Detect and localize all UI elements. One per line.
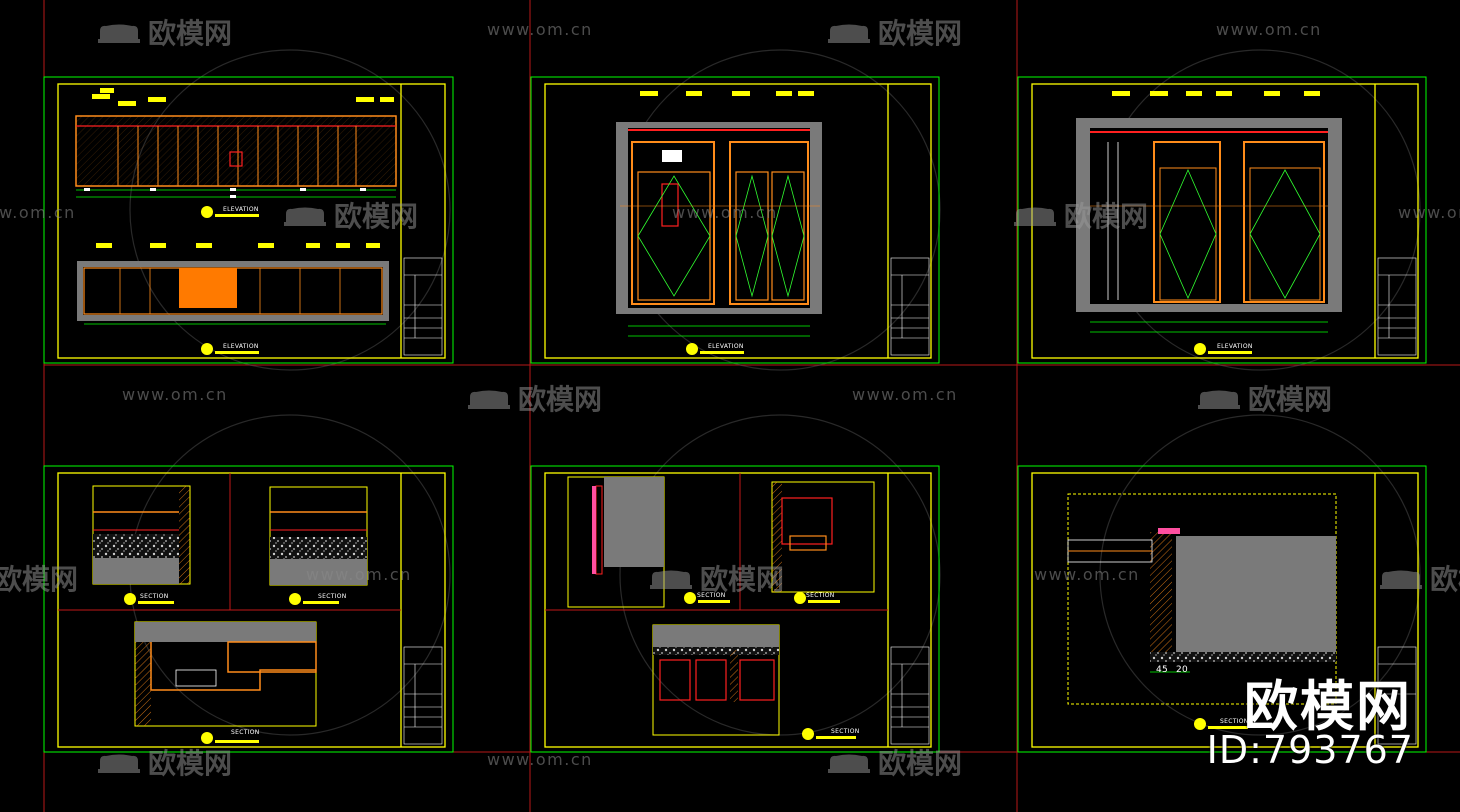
sheet-top-right — [1017, 76, 1427, 364]
watermark-site: www.om.cn — [672, 203, 778, 222]
elevation-1 — [75, 88, 397, 218]
watermark-logo: 欧模网 — [282, 195, 418, 235]
section-label: SECTION — [318, 593, 347, 600]
sofa-icon — [828, 24, 870, 43]
section-detail-6 — [652, 624, 856, 740]
watermark-logo: 欧模网 — [826, 742, 962, 782]
sofa-icon — [98, 754, 140, 773]
elevation-label: ELEVATION — [1217, 343, 1253, 350]
elevation-2 — [77, 243, 389, 355]
sofa-icon — [828, 754, 870, 773]
sofa-icon — [468, 390, 510, 409]
section-label: SECTION — [831, 728, 860, 735]
sofa-icon — [1380, 570, 1422, 589]
watermark-site: www.om.cn — [852, 385, 958, 404]
watermark-logo: 欧模网 — [96, 742, 232, 782]
sofa-icon — [98, 24, 140, 43]
dimension-45: 45 — [1156, 665, 1169, 675]
watermark-site: www.om.cn — [122, 385, 228, 404]
section-detail-7 — [1067, 493, 1337, 730]
section-detail-4 — [567, 476, 730, 608]
brand-logo-text: 欧模网 — [1244, 675, 1412, 738]
section-label: SECTION — [231, 729, 260, 736]
sheet-bottom-left — [43, 465, 454, 753]
watermark-site: www.om.cn — [0, 203, 76, 222]
sheet-top-left — [43, 76, 454, 364]
sofa-icon — [1198, 390, 1240, 409]
watermark-logo: 欧模网 — [826, 12, 962, 52]
section-label: SECTION — [697, 592, 726, 599]
door-elevation-1 — [616, 91, 822, 355]
watermark-logo: 欧模网 — [1012, 195, 1148, 235]
sofa-icon — [650, 570, 692, 589]
sheet-bottom-right — [1017, 465, 1427, 753]
watermark-site: www.om.cn — [1034, 565, 1140, 584]
watermark-logo: 欧模网 — [466, 378, 602, 418]
watermark-logo: 欧模网 — [0, 563, 79, 596]
elevation-label: ELEVATION — [223, 206, 259, 213]
watermark-site: www.om.cn — [487, 20, 593, 39]
watermark-logo: 欧模网 — [1196, 378, 1332, 418]
title-block — [403, 257, 443, 356]
watermark-logo: 欧模网 — [1378, 558, 1460, 598]
section-label: SECTION — [806, 592, 835, 599]
watermark-logo: 欧模网 — [96, 12, 232, 52]
watermark-site: www.om.cn — [1216, 20, 1322, 39]
watermark-site: www.om.cn — [1398, 203, 1460, 222]
section-label: SECTION — [140, 593, 169, 600]
watermark-logo: 欧模网 — [648, 558, 784, 598]
section-detail-2 — [269, 486, 368, 605]
model-id: ID:793767 — [1206, 728, 1414, 772]
elevation-label: ELEVATION — [708, 343, 744, 350]
door-elevation-2 — [1076, 91, 1342, 355]
sofa-icon — [1014, 207, 1056, 226]
watermark-site: www.om.cn — [487, 750, 593, 769]
section-label: SECTION — [1220, 718, 1249, 725]
sheet-top-middle — [530, 76, 940, 364]
section-detail-1 — [92, 485, 191, 605]
watermark-circles — [129, 49, 1421, 736]
section-detail-5 — [771, 481, 875, 604]
section-detail-3 — [134, 621, 317, 744]
watermark-site: www.om.cn — [306, 565, 412, 584]
sheet-bottom-middle — [530, 465, 940, 753]
elevation-label: ELEVATION — [223, 343, 259, 350]
dimension-20: 20 — [1176, 665, 1189, 675]
sofa-icon — [284, 207, 326, 226]
